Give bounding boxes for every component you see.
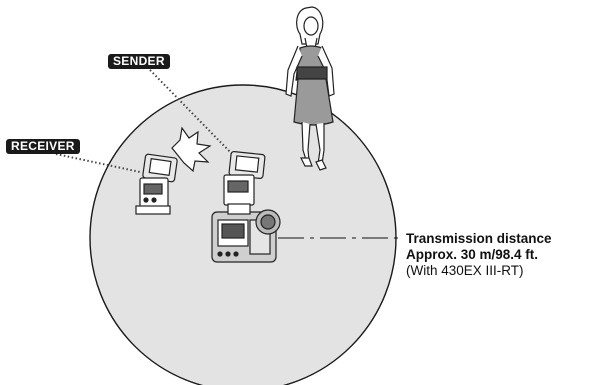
caption-title: Transmission distance xyxy=(406,231,552,246)
receiver-label: RECEIVER xyxy=(6,139,80,154)
flash-burst-icon xyxy=(171,126,212,173)
transmission-caption: Transmission distance Approx. 30 m/98.4 … xyxy=(406,231,552,279)
sender-leader-line xyxy=(149,69,237,159)
sender-flash-icon xyxy=(223,150,266,206)
caption-distance: Approx. 30 m/98.4 ft. xyxy=(406,247,539,262)
caption-note: (With 430EX III-RT) xyxy=(406,263,524,278)
receiver-flash-icon xyxy=(135,153,178,215)
camera-icon xyxy=(211,203,281,263)
sender-label: SENDER xyxy=(108,54,170,69)
woman-figure-icon xyxy=(285,6,335,171)
